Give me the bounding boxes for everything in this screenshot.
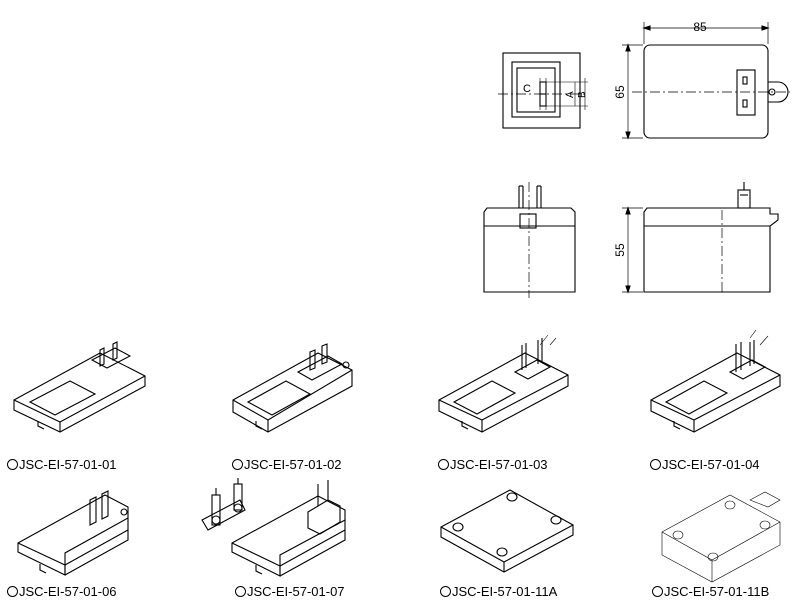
model-code: JSC-EI-57-01-04 (662, 457, 760, 472)
dim-c-label: C (523, 83, 531, 95)
model-caption: JSC-EI-57-01-11A (440, 584, 557, 600)
circle-marker-icon (235, 586, 246, 597)
model-11b-illustration (661, 491, 781, 583)
model-caption: JSC-EI-57-01-11B (652, 584, 769, 600)
dim-a-label: A (565, 91, 576, 98)
model-code: JSC-EI-57-01-03 (450, 457, 548, 472)
model-01-illustration (13, 341, 146, 433)
model-code: JSC-EI-57-01-06 (19, 584, 117, 599)
model-code: JSC-EI-57-01-11A (452, 584, 558, 599)
model-caption: JSC-EI-57-01-06 (7, 584, 117, 600)
side-view: 55 (613, 182, 779, 294)
top-view: 85 65 (613, 20, 790, 140)
model-caption: JSC-EI-57-01-01 (7, 457, 117, 473)
model-caption: JSC-EI-57-01-04 (650, 457, 760, 473)
dim-b-label: B (577, 91, 588, 98)
model-06-illustration (17, 490, 129, 576)
model-03-illustration (438, 334, 569, 433)
model-code: JSC-EI-57-01-02 (244, 457, 342, 472)
height-dimension: 65 (613, 85, 627, 99)
model-07-illustration (201, 478, 346, 577)
model-code: JSC-EI-57-01-01 (19, 457, 117, 472)
circle-marker-icon (232, 459, 243, 470)
circle-marker-icon (7, 459, 18, 470)
circle-marker-icon (440, 586, 451, 597)
model-caption: JSC-EI-57-01-02 (232, 457, 342, 473)
width-dimension: 85 (693, 20, 707, 34)
depth-dimension: 55 (613, 243, 627, 257)
front-view (483, 182, 576, 298)
model-04-illustration (650, 329, 781, 433)
model-code: JSC-EI-57-01-11B (664, 584, 770, 599)
circle-marker-icon (652, 586, 663, 597)
plug-detail-view: A B C (498, 52, 588, 129)
model-caption: JSC-EI-57-01-07 (235, 584, 345, 600)
circle-marker-icon (438, 459, 449, 470)
circle-marker-icon (7, 586, 18, 597)
model-caption: JSC-EI-57-01-03 (438, 457, 548, 473)
model-02-illustration (232, 343, 353, 433)
model-11a-illustration (440, 489, 574, 573)
model-code: JSC-EI-57-01-07 (247, 584, 345, 599)
circle-marker-icon (650, 459, 661, 470)
